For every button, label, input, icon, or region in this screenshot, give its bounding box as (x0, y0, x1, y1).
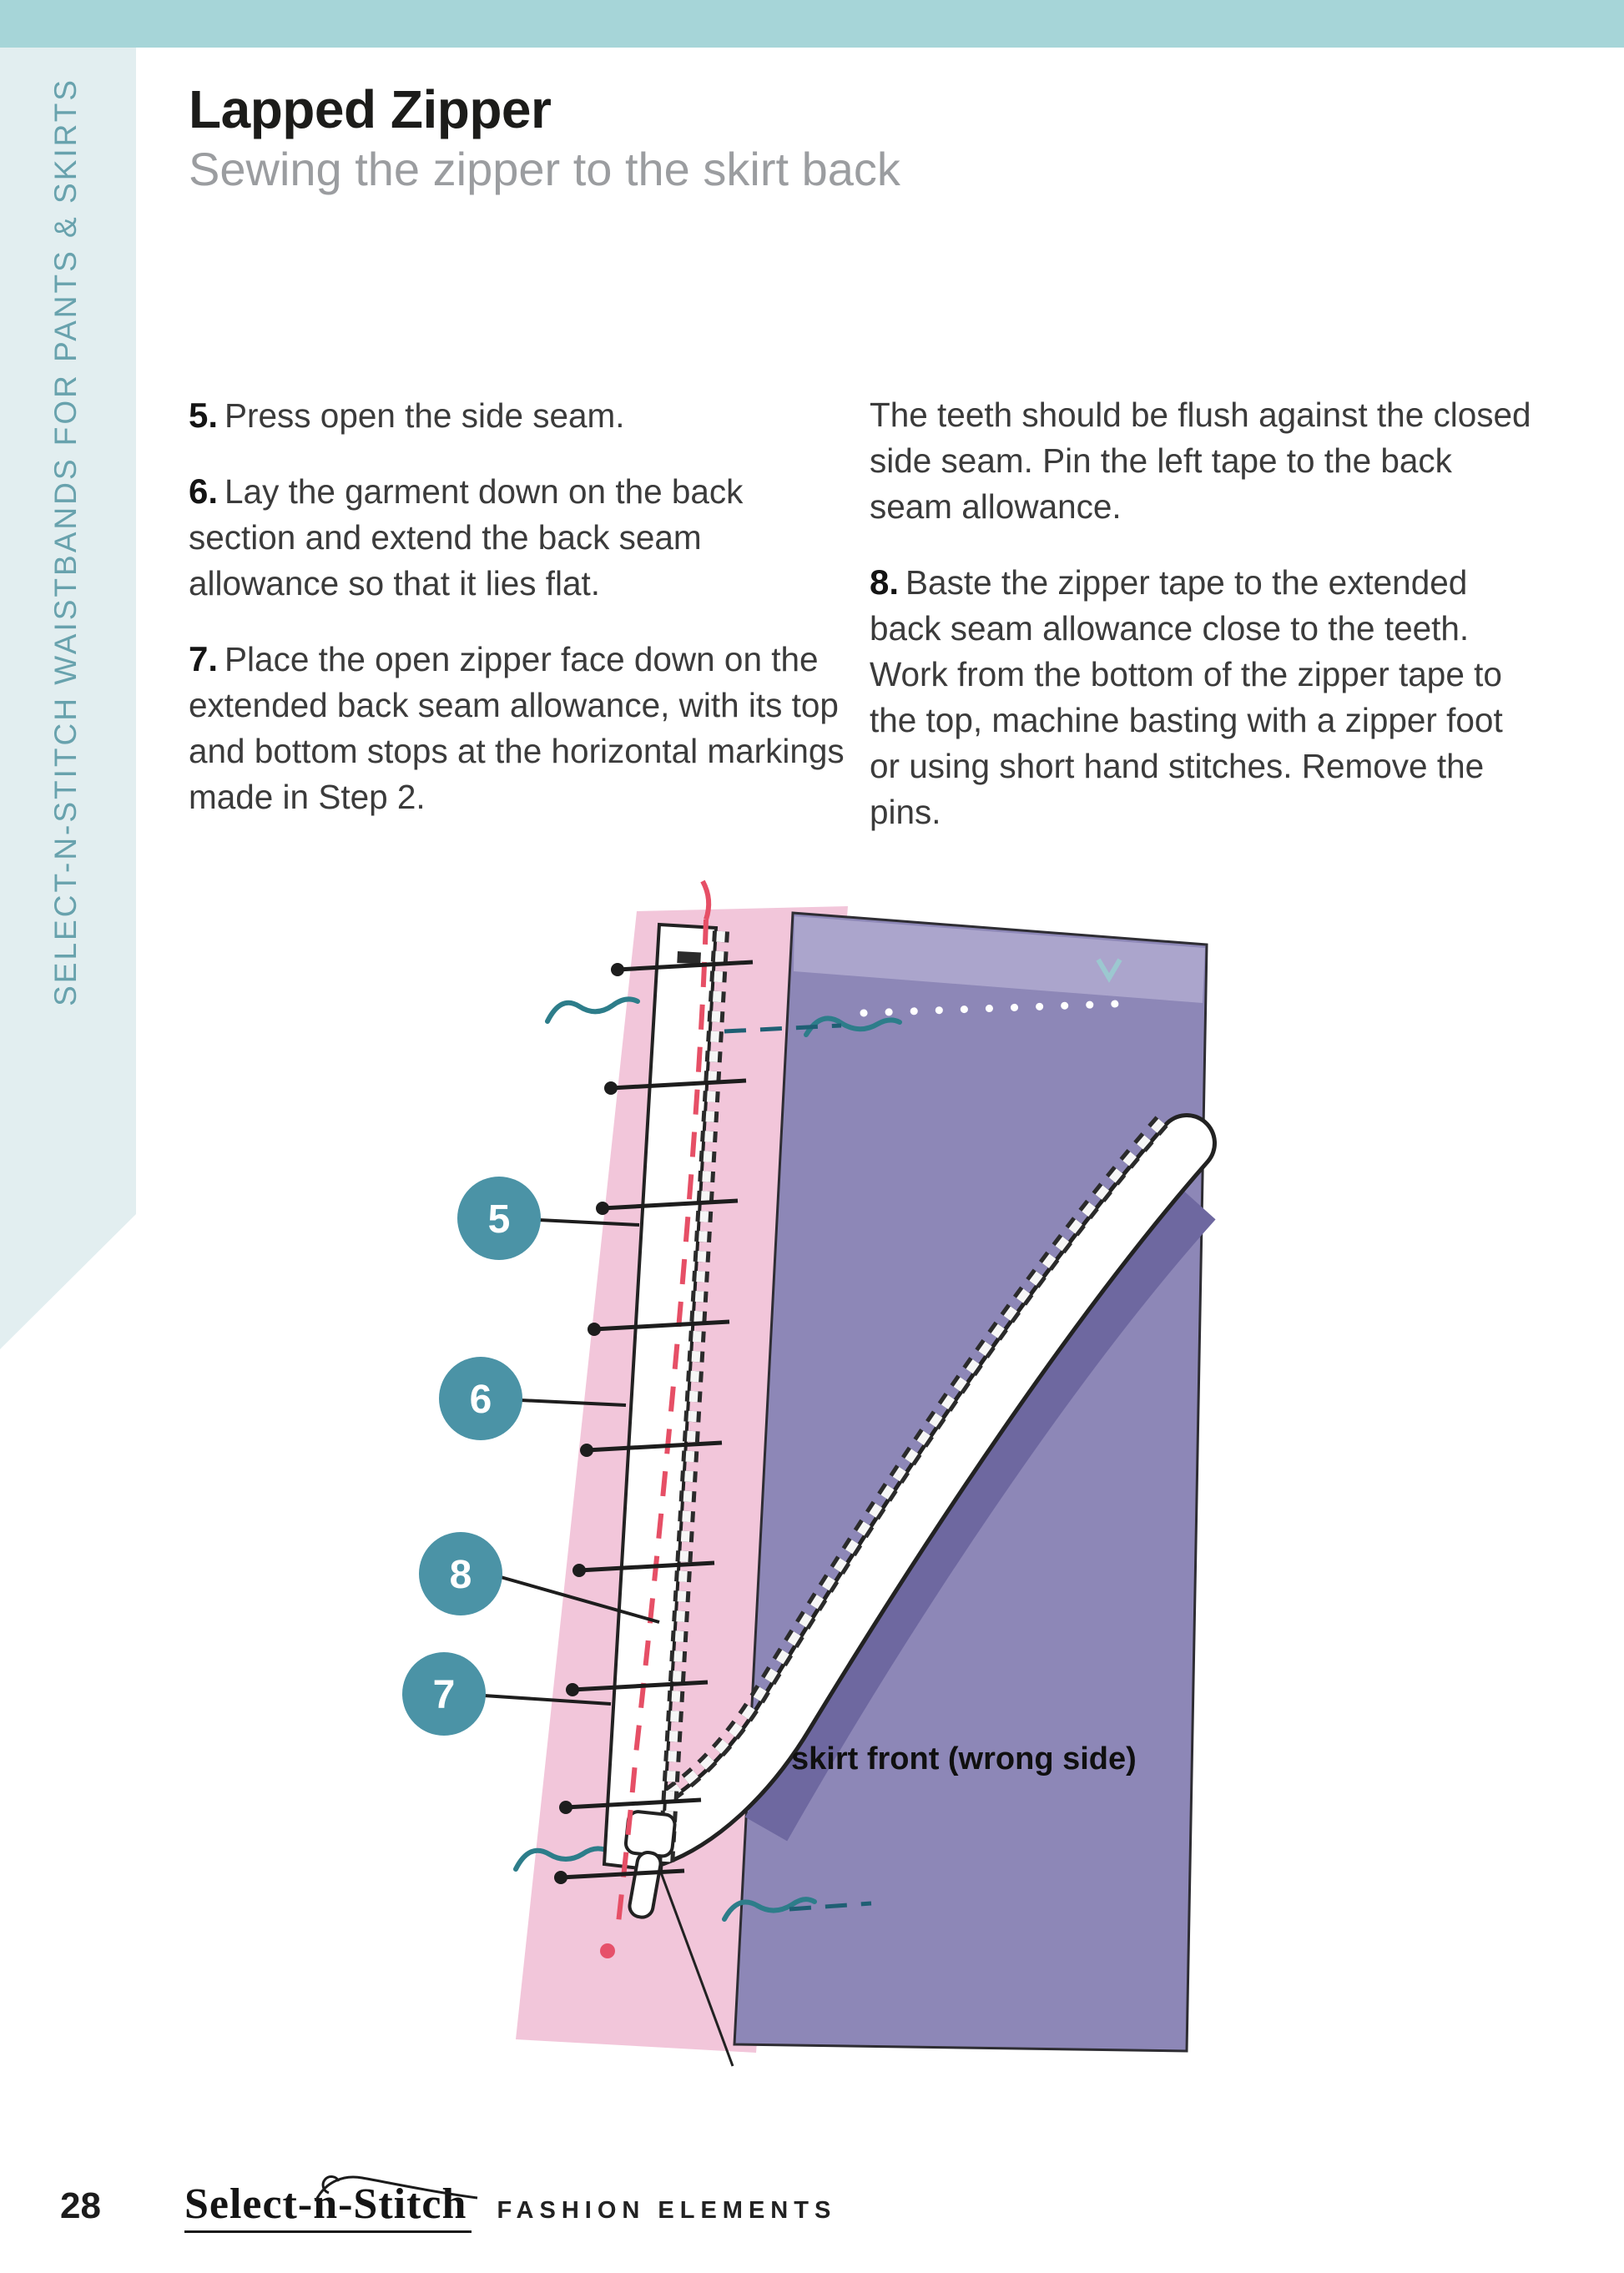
brand-logo: Select-n-Stitch (184, 2180, 472, 2233)
notch-mark (1096, 958, 1122, 983)
sidebar-band: SELECT-N-STITCH WAISTBANDS FOR PANTS & S… (0, 48, 136, 1349)
fabric-skirt-front-purple (733, 911, 1216, 2053)
figure-label: skirt front (wrong side) (791, 1741, 1137, 1777)
footer: 28 Select-n-Stitch FASHION ELEMENTS (60, 2175, 1562, 2233)
callout-5-number: 5 (488, 1197, 511, 1242)
steps-column-left: 5.Press open the side seam. 6.Lay the ga… (189, 392, 848, 849)
step-7: 7.Place the open zipper face down on the… (189, 636, 848, 820)
pins (554, 960, 754, 1884)
callout-step-8: 8 (419, 1532, 502, 1615)
zipper-illustration: 5 6 8 7 skirt front (wrong side) (384, 878, 1218, 2104)
thread-squiggles (513, 996, 902, 1922)
step-7-continued-text: The teeth should be flush against the cl… (870, 396, 1531, 526)
step-7-number: 7. (189, 639, 219, 678)
zipper-top-stop (677, 951, 701, 965)
callout-step-7: 7 (402, 1652, 486, 1736)
step-8-text: Baste the zipper tape to the extended ba… (870, 563, 1503, 831)
steps-column-right: The teeth should be flush against the cl… (870, 392, 1537, 864)
callout-step-6: 6 (439, 1357, 522, 1440)
callout-8-number: 8 (450, 1553, 472, 1597)
step-8-number: 8. (870, 562, 900, 602)
seam-line (659, 1872, 734, 2067)
callout-step-5: 5 (457, 1177, 541, 1260)
callout-leaders (483, 1218, 660, 1706)
basting-red-thread (600, 879, 712, 1958)
step-5: 5.Press open the side seam. (189, 392, 848, 439)
page-subtitle: Sewing the zipper to the skirt back (189, 143, 900, 195)
dotted-waist-line (860, 999, 1143, 1017)
zipper-slider (623, 1810, 677, 1919)
basting-guide-dashes (724, 1023, 872, 1912)
step-7-continued: The teeth should be flush against the cl… (870, 392, 1537, 530)
figure-svg: 5 6 8 7 skirt front (wrong side) (402, 879, 1217, 2067)
step-6-number: 6. (189, 471, 219, 511)
page-title: Lapped Zipper (189, 79, 552, 139)
step-5-number: 5. (189, 396, 219, 435)
step-6: 6.Lay the garment down on the back secti… (189, 468, 848, 607)
step-6-text: Lay the garment down on the back section… (189, 472, 744, 602)
zipper-open-tape (624, 1113, 1217, 1867)
page-number: 28 (60, 2185, 101, 2226)
top-accent-bar (0, 0, 1624, 48)
sidebar-vertical-title: SELECT-N-STITCH WAISTBANDS FOR PANTS & S… (48, 78, 83, 1006)
step-5-text: Press open the side seam. (224, 396, 625, 435)
brand-suffix: FASHION ELEMENTS (497, 2197, 837, 2224)
callout-7-number: 7 (433, 1673, 456, 1717)
step-7-text: Place the open zipper face down on the e… (189, 640, 845, 816)
step-8: 8.Baste the zipper tape to the extended … (870, 559, 1537, 835)
callout-6-number: 6 (470, 1378, 492, 1422)
